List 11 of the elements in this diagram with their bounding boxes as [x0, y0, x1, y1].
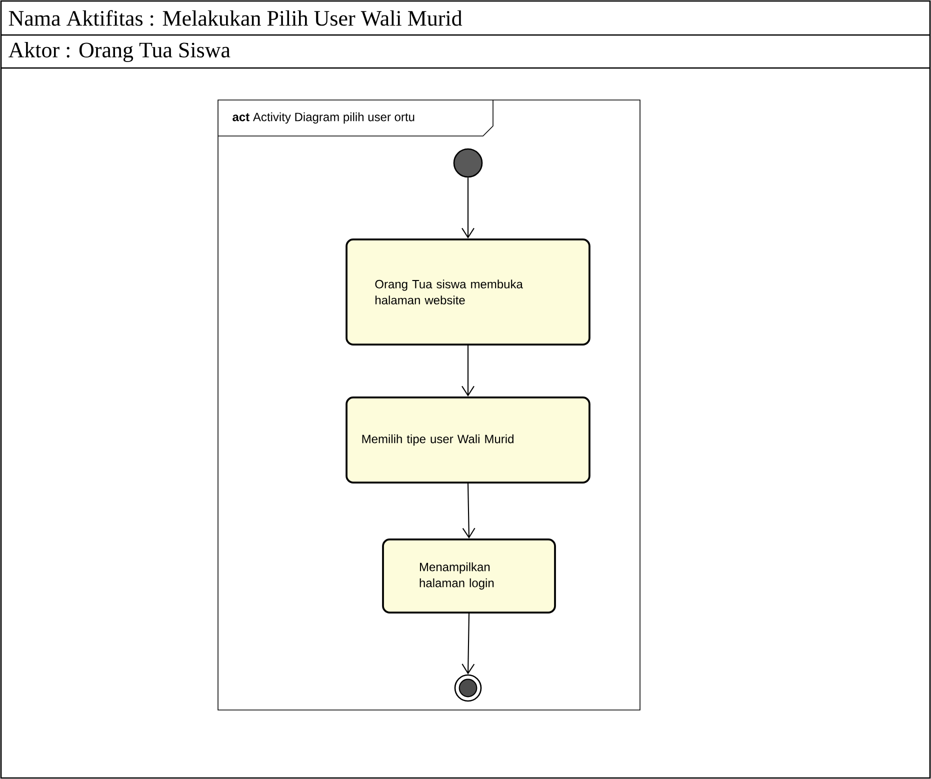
action-box: Menampilkan halaman login: [382, 538, 556, 614]
action-box: Orang Tua siswa membuka halaman website: [346, 238, 590, 346]
end-node: [454, 674, 482, 702]
start-node: [453, 148, 483, 178]
arrow: [462, 483, 476, 539]
table-cell: Aktor : Orang Tua Siswa: [8, 42, 230, 62]
table-cell: Nama Aktifitas : Melakukan Pilih User Wali Murid: [8, 10, 462, 26]
arrow: [462, 613, 475, 674]
action-box: Memilih tipe user Wali Murid: [346, 396, 590, 484]
arrow: [462, 345, 474, 397]
arrow: [462, 178, 474, 239]
